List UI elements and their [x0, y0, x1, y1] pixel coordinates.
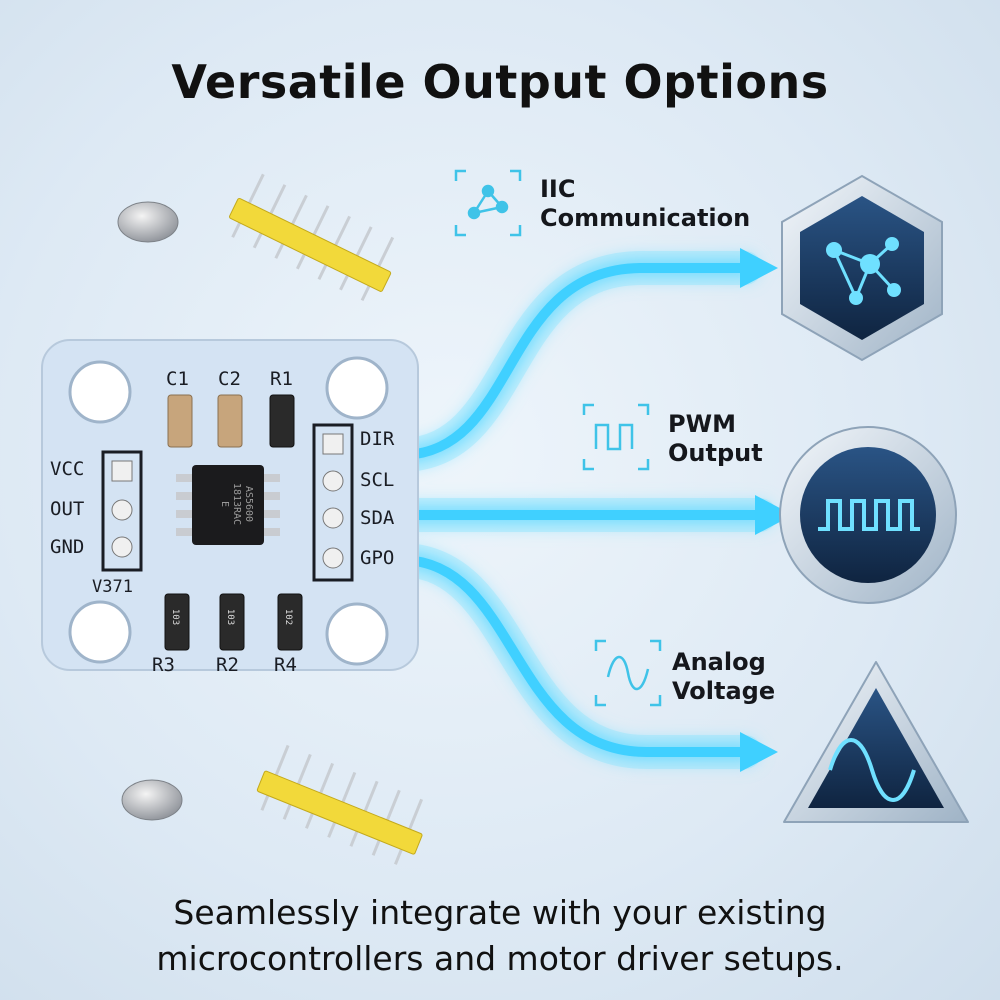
magnet-top-icon	[117, 201, 179, 243]
label-r3: R3	[152, 654, 175, 676]
chip-marking: AS5600 1813RAC E	[218, 472, 254, 536]
caption-line2: microcontrollers and motor driver setups…	[156, 939, 844, 978]
label-r4: R4	[274, 654, 297, 676]
pin-label-gnd: GND	[50, 536, 85, 558]
square-wave-icon	[779, 426, 957, 604]
pwm-label-line2: Output	[668, 439, 763, 467]
sine-wave-icon	[783, 661, 969, 823]
pin-label-gpo: GPO	[360, 547, 395, 569]
pin-header-bottom-icon	[256, 744, 424, 865]
label-r1: R1	[270, 368, 293, 390]
chip-line2: 1813RAC	[231, 482, 242, 526]
magnet-bottom-icon	[121, 779, 183, 821]
pin-label-vcc: VCC	[50, 458, 85, 480]
board-version: V371	[92, 577, 133, 597]
analog-label-line2: Voltage	[672, 677, 776, 705]
iic-label-line2: Communication	[540, 204, 751, 232]
caption: Seamlessly integrate with your existing …	[0, 890, 1000, 982]
iic-small-icon	[454, 169, 522, 237]
pin-label-sda: SDA	[360, 507, 395, 529]
analog-label: Analog Voltage	[672, 648, 775, 706]
pwm-label-line1: PWM	[668, 410, 736, 438]
resistor-code-r3: 103	[170, 608, 181, 626]
pin-header-top-icon	[229, 173, 395, 302]
resistor-code-r4: 102	[283, 608, 294, 626]
pin-label-out: OUT	[50, 498, 85, 520]
network-nodes-icon	[781, 174, 943, 362]
sensor-board	[41, 339, 419, 671]
iic-label-line1: IIC	[540, 175, 576, 203]
chip-line3: E	[219, 500, 230, 508]
caption-line1: Seamlessly integrate with your existing	[173, 893, 827, 932]
page-title: Versatile Output Options	[171, 55, 829, 109]
label-c1: C1	[166, 368, 189, 390]
iic-label: IIC Communication	[540, 175, 750, 233]
signal-streams	[388, 251, 777, 770]
pwm-label: PWM Output	[668, 410, 763, 468]
resistor-code-r2: 103	[225, 608, 236, 626]
label-c2: C2	[218, 368, 241, 390]
analog-small-icon	[594, 639, 662, 707]
pwm-small-icon	[582, 403, 650, 471]
chip-line1: AS5600	[243, 485, 254, 523]
pin-label-scl: SCL	[360, 469, 395, 491]
pin-label-dir: DIR	[360, 428, 395, 450]
arrowheads	[740, 248, 793, 772]
analog-label-line1: Analog	[672, 648, 766, 676]
label-r2: R2	[216, 654, 239, 676]
